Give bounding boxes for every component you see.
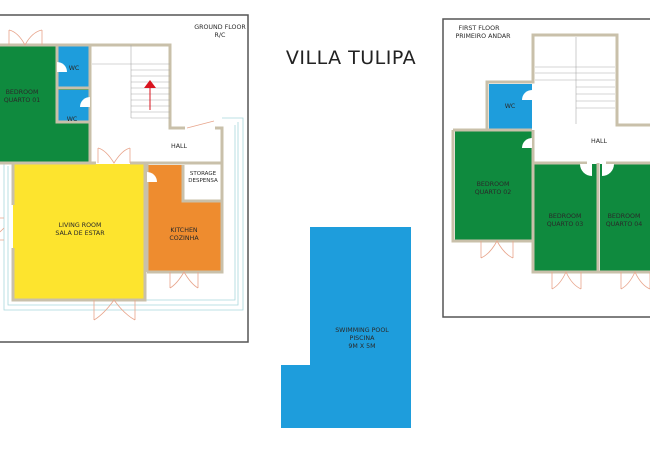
door-icon[interactable] [169, 271, 199, 289]
label: 9M X 5M [348, 343, 375, 350]
wall [0, 43, 185, 130]
first-floor-plan: FIRST FLOOR PRIMEIRO ANDAR WC HALL BEDRO… [442, 18, 650, 318]
label: QUARTO 03 [547, 221, 584, 228]
staircase [535, 37, 615, 124]
door-swing [522, 138, 532, 148]
door-icon[interactable] [0, 217, 5, 241]
label: HALL [591, 138, 608, 145]
room-bedroom-04 [600, 164, 650, 271]
villa-title: VILLA TULIPA [286, 47, 416, 69]
label: BEDROOM [608, 213, 641, 220]
label: HALL [171, 143, 188, 150]
wall [451, 128, 650, 274]
first-floor-title: FIRST FLOOR [459, 25, 501, 32]
first-floor-subtitle: PRIMEIRO ANDAR [455, 33, 511, 40]
label: QUARTO 01 [4, 97, 41, 104]
room-bedroom-02 [455, 131, 532, 240]
label: QUARTO 04 [606, 221, 643, 228]
door-icon[interactable] [620, 271, 650, 290]
label: DESPENSA [188, 178, 218, 184]
label: BEDROOM [477, 181, 510, 188]
room-living [13, 164, 145, 300]
door-swing [80, 97, 90, 107]
room-wc [489, 84, 532, 130]
door-swing [522, 90, 532, 100]
label: KITCHEN [170, 227, 198, 234]
label: BEDROOM [6, 89, 39, 96]
label: COZINHA [169, 235, 199, 242]
stairs-up-arrow-icon [144, 80, 156, 88]
outdoor-path [7, 122, 239, 306]
room-bedroom-03 [534, 164, 597, 271]
outdoor-path [3, 117, 244, 311]
label: WC [67, 116, 78, 123]
label: SWIMMING POOL [335, 327, 389, 334]
wall [485, 33, 650, 130]
outdoor-path [146, 125, 236, 301]
room-storage [183, 165, 222, 201]
door-icon[interactable] [97, 147, 131, 164]
door-icon[interactable] [551, 271, 582, 290]
door-icon[interactable] [93, 299, 136, 321]
ground-floor-plan: GROUND FLOOR R/C BEDROOM QUARTO 01 WC WC… [0, 14, 249, 343]
label: WC [69, 65, 80, 72]
staircase [92, 45, 170, 119]
door-icon[interactable] [8, 29, 43, 46]
label: QUARTO 02 [475, 189, 512, 196]
wall [181, 165, 222, 203]
door-swing [57, 62, 67, 72]
label: LIVING ROOM [59, 222, 102, 229]
label: BEDROOM [549, 213, 582, 220]
door-swing [147, 172, 157, 182]
swimming-pool: SWIMMING POOL PISCINA 9M X 5M [281, 227, 411, 428]
label: STORAGE [190, 171, 217, 177]
ground-floor-subtitle: R/C [215, 32, 226, 39]
ground-floor-title: GROUND FLOOR [194, 24, 246, 31]
door-icon[interactable] [186, 120, 215, 129]
door-icon[interactable] [480, 240, 514, 259]
pool-shape [281, 227, 411, 428]
door-swing [602, 164, 614, 176]
door-swing [580, 164, 592, 176]
label: WC [505, 103, 516, 110]
label: SALA DE ESTAR [55, 230, 105, 237]
label: PISCINA [350, 335, 376, 342]
